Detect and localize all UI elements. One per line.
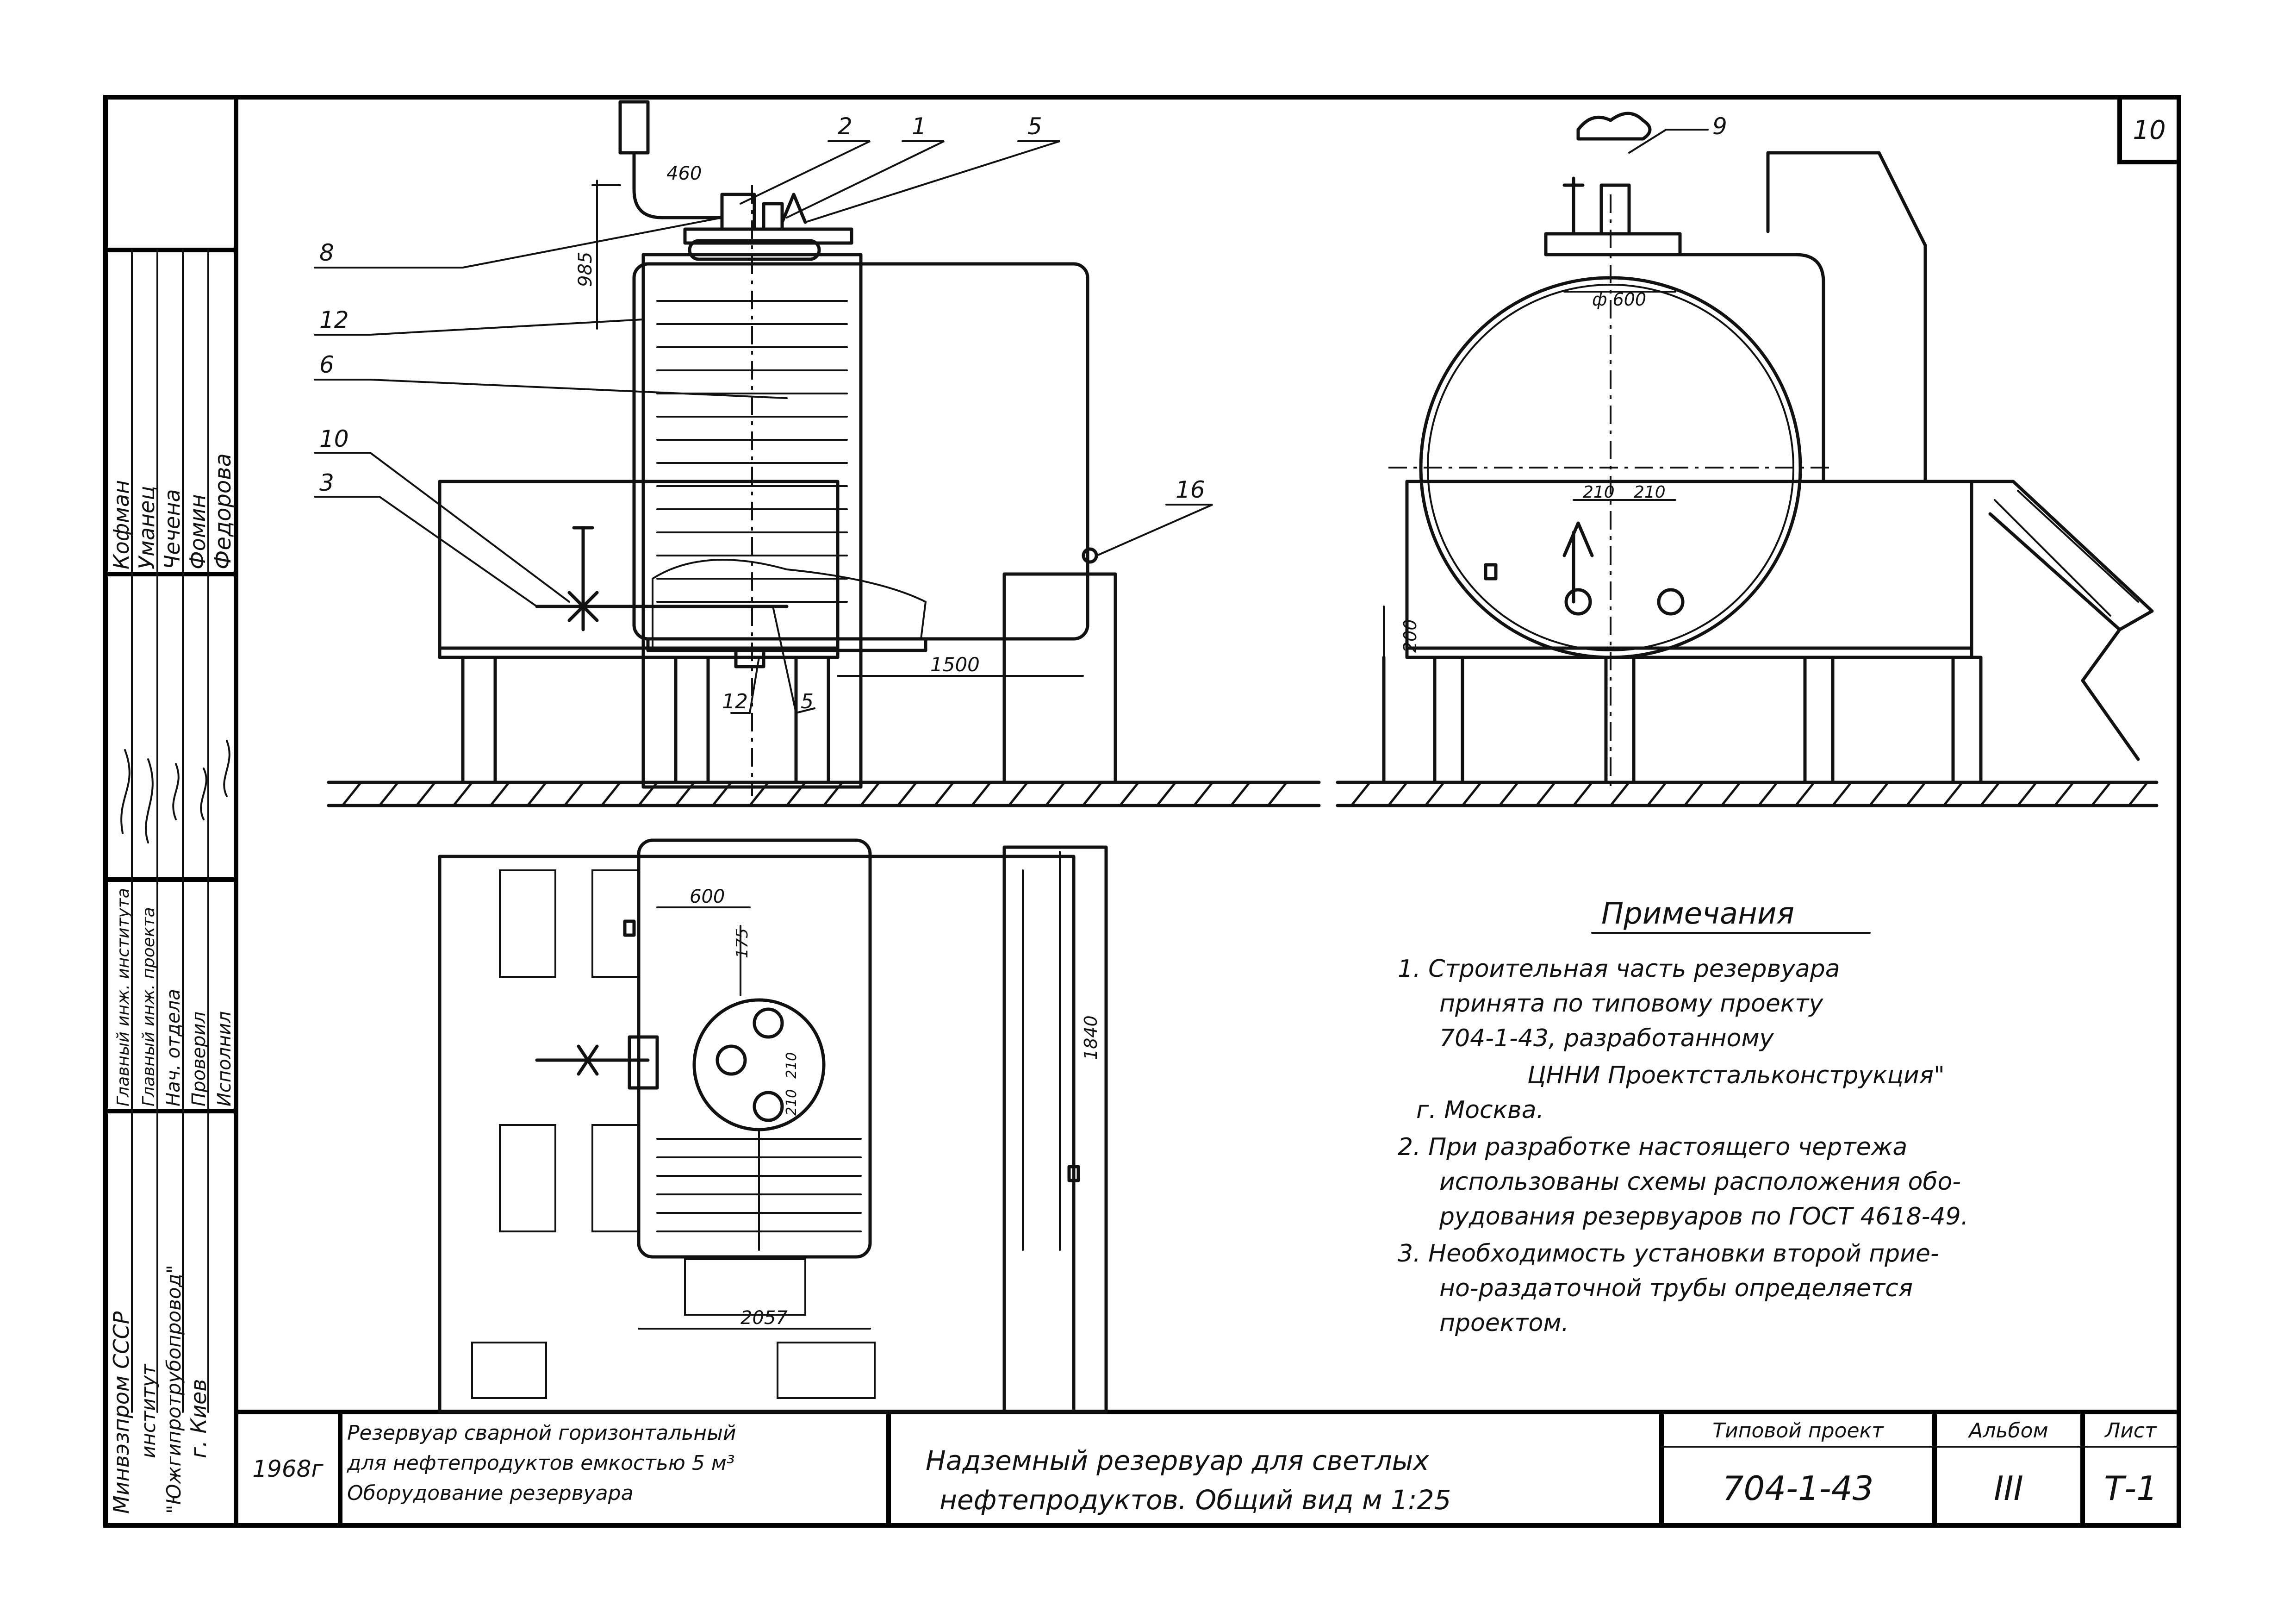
name-3: Чечена bbox=[160, 489, 185, 569]
note-1-line-4: ЦННИ Проектстальконструкция" bbox=[1527, 1062, 1945, 1089]
dim-600: 600 bbox=[690, 886, 725, 907]
callout-12-bottom: 12 bbox=[722, 690, 748, 713]
callout-9: 9 bbox=[1712, 113, 1727, 140]
notes-block: Примечания 1. Строительная часть резерву… bbox=[1398, 897, 1968, 1337]
left-title-block bbox=[106, 248, 236, 1413]
callout-6: 6 bbox=[319, 351, 334, 378]
note-1-line-2: принята по типовому проекту bbox=[1439, 990, 1824, 1018]
note-1-line-3: 704-1-43, разработанному bbox=[1439, 1024, 1774, 1052]
callout-16: 16 bbox=[1176, 476, 1205, 503]
name-2: Уманец bbox=[134, 486, 159, 569]
name-1: Кофман bbox=[109, 480, 134, 569]
note-3-line-3: проектом. bbox=[1439, 1309, 1569, 1337]
main-title-line-1: Надземный резервуар для светлых bbox=[926, 1445, 1429, 1476]
name-4: Фомин bbox=[185, 494, 210, 569]
callout-5-top: 5 bbox=[1027, 113, 1042, 140]
year: 1968г bbox=[252, 1455, 324, 1482]
dim-210-a: 210 bbox=[1583, 483, 1615, 502]
org-line-4: г. Киев bbox=[186, 1379, 211, 1458]
dim-200: 200 bbox=[1400, 619, 1420, 653]
callout-10: 10 bbox=[319, 425, 349, 452]
role-4: Проверил bbox=[188, 1012, 210, 1106]
note-2-line-3: рудования резервуаров по ГОСТ 4618-49. bbox=[1439, 1203, 1968, 1230]
album-label: Альбом bbox=[1967, 1419, 2048, 1443]
callout-12: 12 bbox=[319, 306, 349, 333]
org-line-1: Минвэзпром СССР bbox=[109, 1311, 134, 1514]
note-1-line-5: г. Москва. bbox=[1416, 1096, 1544, 1124]
dim-phi-600: ф 600 bbox=[1592, 289, 1646, 310]
org-line-2: институт bbox=[137, 1363, 160, 1458]
page-number: 10 bbox=[2133, 115, 2165, 145]
note-3-line-2: но-раздаточной трубы определяется bbox=[1439, 1274, 1913, 1302]
main-title-line-2: нефтепродуктов. Общий вид м 1:25 bbox=[940, 1484, 1451, 1516]
project-value: 704-1-43 bbox=[1723, 1469, 1874, 1508]
front-view-leaders bbox=[314, 140, 1213, 714]
dim-460: 460 bbox=[666, 163, 702, 184]
callout-5-bottom: 5 bbox=[801, 690, 814, 713]
callout-3: 3 bbox=[319, 469, 334, 496]
project-label: Типовой проект bbox=[1712, 1419, 1884, 1443]
note-3-line-1: 3. Необходимость установки второй прие- bbox=[1398, 1240, 1939, 1268]
dim-210-d: 210 bbox=[784, 1089, 800, 1116]
sheet-value: Т-1 bbox=[2104, 1469, 2158, 1508]
note-1-line-1: 1. Строительная часть резервуара bbox=[1398, 955, 1840, 983]
notes-title: Примечания bbox=[1601, 897, 1794, 931]
description-line-2: для нефтепродуктов емкостью 5 м³ bbox=[347, 1451, 735, 1475]
description-line-3: Оборудование резервуара bbox=[347, 1481, 634, 1505]
sheet-frame bbox=[103, 95, 2181, 1528]
role-2: Главный инж. проекта bbox=[139, 907, 158, 1106]
dim-985: 985 bbox=[575, 252, 596, 287]
dim-175: 175 bbox=[733, 928, 752, 958]
front-view bbox=[327, 100, 1321, 807]
note-2-line-1: 2. При разработке настоящего чертежа bbox=[1398, 1133, 1907, 1161]
side-view bbox=[1336, 112, 2159, 807]
callout-2: 2 bbox=[838, 113, 852, 140]
note-2-line-2: использованы схемы расположения обо- bbox=[1439, 1168, 1961, 1196]
description-line-1: Резервуар сварной горизонтальный bbox=[347, 1421, 736, 1445]
roles-block: Главный инж. института Главный инж. прое… bbox=[114, 888, 235, 1106]
dim-210-b: 210 bbox=[1634, 483, 1666, 502]
signatures bbox=[120, 740, 230, 843]
org-line-3: "Южгипротрубопровод" bbox=[162, 1265, 185, 1514]
names-block: Кофман Уманец Чечена Фомин Федорова bbox=[109, 453, 236, 569]
role-5: Исполнил bbox=[214, 1011, 235, 1106]
side-view-leader-9 bbox=[1628, 129, 1709, 154]
role-3: Нач. отдела bbox=[163, 989, 184, 1106]
sheet-label: Лист bbox=[2104, 1419, 2157, 1443]
dim-2057: 2057 bbox=[740, 1307, 788, 1329]
dim-210-c: 210 bbox=[784, 1052, 800, 1079]
org-block: Минвэзпром СССР институт "Южгипротрубопр… bbox=[109, 1265, 211, 1514]
bottom-title-block bbox=[338, 1412, 2180, 1525]
callout-1: 1 bbox=[912, 113, 927, 140]
callout-8: 8 bbox=[319, 239, 334, 266]
dim-1500: 1500 bbox=[930, 653, 980, 676]
dim-1840: 1840 bbox=[1081, 1015, 1101, 1060]
role-1: Главный инж. института bbox=[114, 888, 133, 1106]
page-number-box bbox=[2117, 95, 2181, 164]
plan-view bbox=[438, 838, 1108, 1414]
name-5: Федорова bbox=[210, 453, 236, 569]
album-value: III bbox=[1994, 1469, 2023, 1508]
